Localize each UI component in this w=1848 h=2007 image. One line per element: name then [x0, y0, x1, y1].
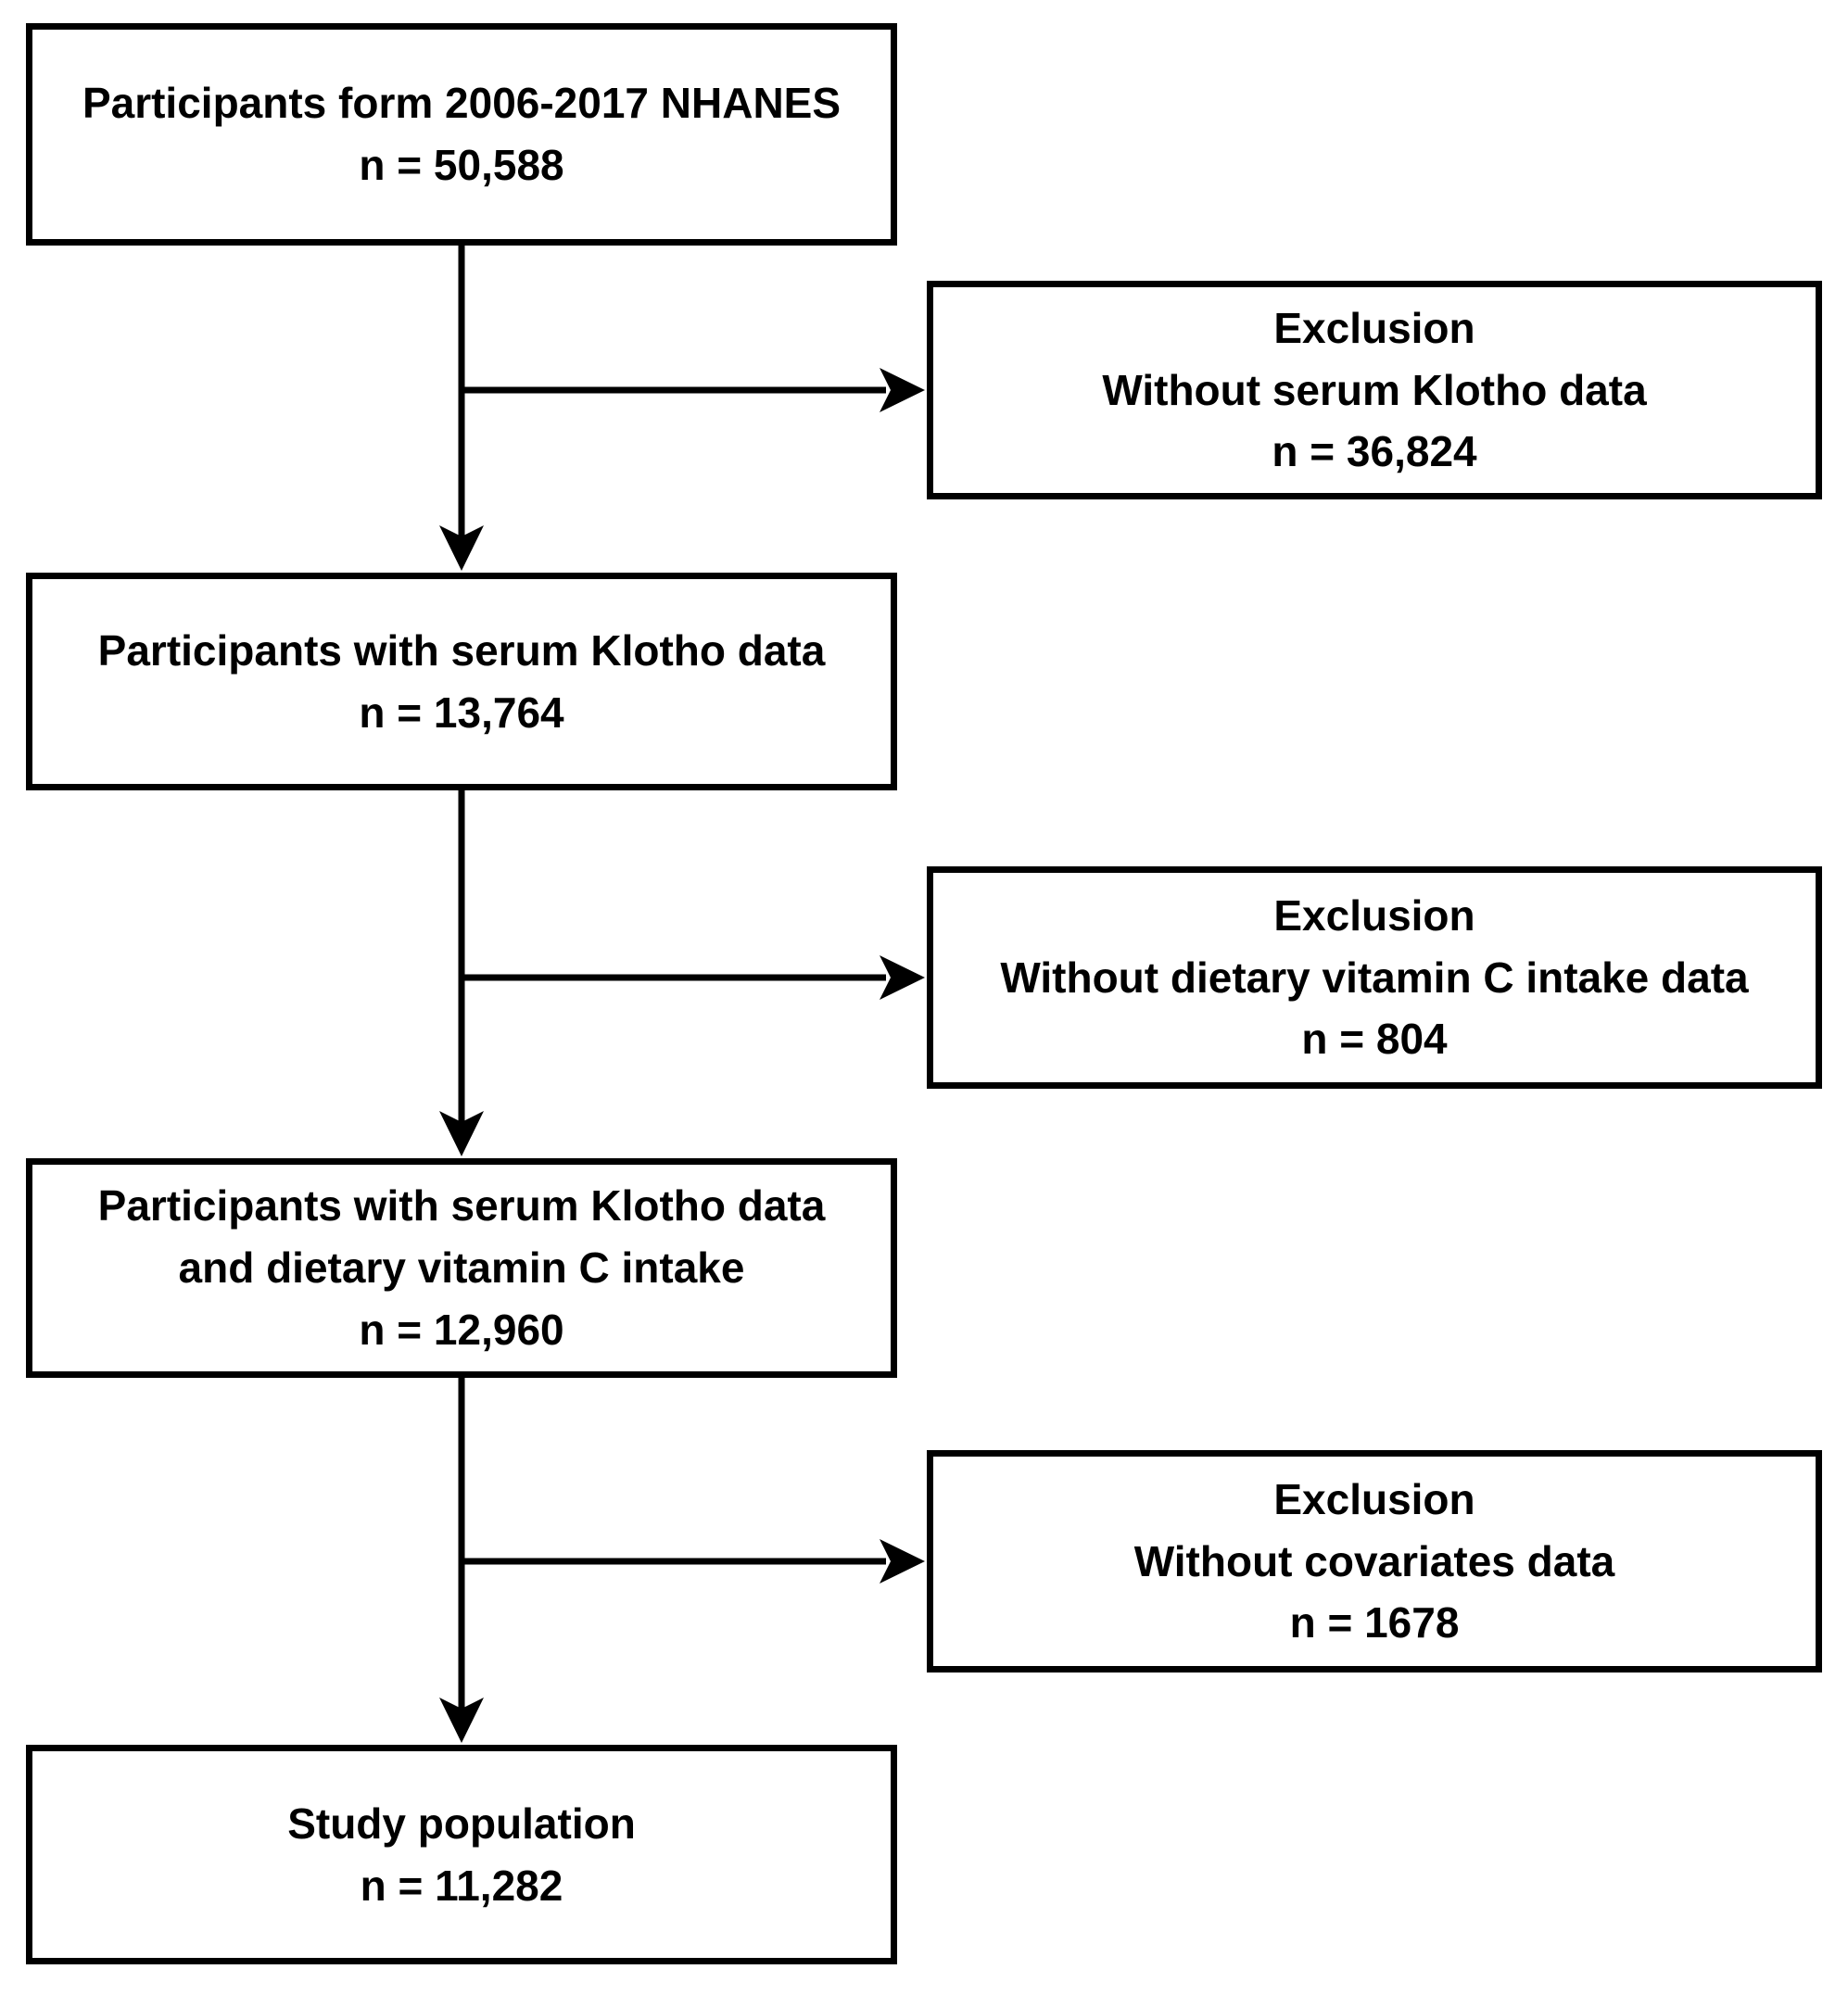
- node-count: n = 1678: [1289, 1598, 1460, 1647]
- node-text-line: Exclusion: [1273, 890, 1475, 940]
- node-text-line: Study population: [287, 1799, 636, 1848]
- node-participants-nhanes: Participants form 2006-2017 NHANES n = 5…: [26, 23, 897, 246]
- node-text-line: Without dietary vitamin C intake data: [1000, 953, 1749, 1002]
- node-text-line: Without covariates data: [1133, 1536, 1615, 1585]
- node-count: n = 13,764: [359, 688, 564, 737]
- arrow-box3-to-box4: [439, 1374, 484, 1743]
- arrow-box1-to-exclusion1: [462, 368, 925, 412]
- node-participants-klotho-vitc: Participants with serum Klotho data and …: [26, 1158, 897, 1378]
- arrow-box2-to-exclusion2: [462, 955, 925, 1000]
- arrow-box1-to-box2: [439, 242, 484, 571]
- node-text-line: Exclusion: [1273, 1474, 1475, 1523]
- arrow-box3-to-exclusion3: [462, 1539, 925, 1584]
- node-count: n = 36,824: [1272, 427, 1477, 476]
- node-text-line: Without serum Klotho data: [1102, 365, 1647, 414]
- node-exclusion-no-covariates: Exclusion Without covariates data n = 16…: [927, 1450, 1822, 1672]
- node-exclusion-no-vitamin-c: Exclusion Without dietary vitamin C inta…: [927, 866, 1822, 1089]
- node-exclusion-no-klotho: Exclusion Without serum Klotho data n = …: [927, 281, 1822, 499]
- arrow-box2-to-box3: [439, 787, 484, 1156]
- node-count: n = 11,282: [360, 1861, 563, 1910]
- node-participants-klotho: Participants with serum Klotho data n = …: [26, 573, 897, 790]
- node-text-line: and dietary vitamin C intake: [178, 1243, 745, 1293]
- node-count: n = 804: [1301, 1015, 1448, 1064]
- node-count: n = 12,960: [359, 1305, 564, 1354]
- node-text-line: Participants form 2006-2017 NHANES: [82, 79, 842, 128]
- node-text-line: Participants with serum Klotho data: [97, 625, 826, 675]
- node-text-line: Exclusion: [1273, 303, 1475, 352]
- node-study-population: Study population n = 11,282: [26, 1745, 897, 1964]
- node-text-line: Participants with serum Klotho data: [97, 1181, 826, 1231]
- node-count: n = 50,588: [359, 141, 564, 189]
